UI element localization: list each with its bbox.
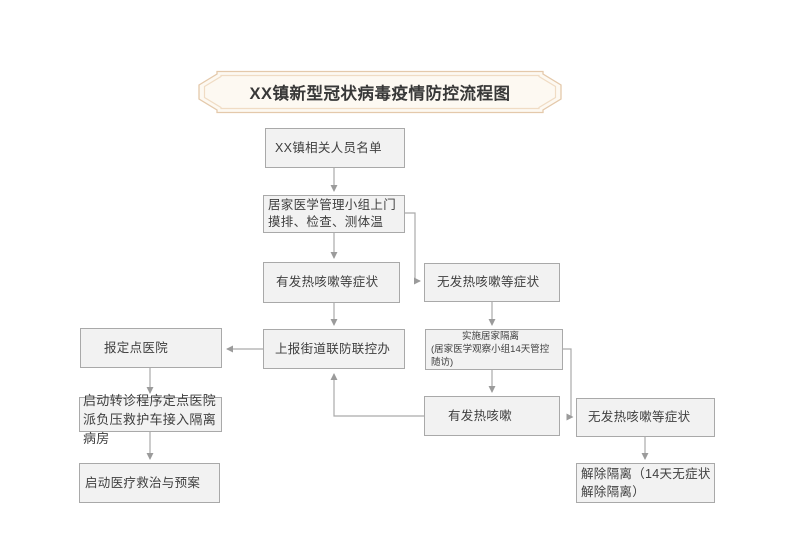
edge-quarantine-nofeverduring bbox=[563, 348, 574, 421]
flow-node-label: 上报街道联防联控办 bbox=[275, 341, 391, 356]
flow-node-label: 解除隔离（14天无症状解除隔离） bbox=[581, 467, 711, 499]
edge-homevisit-nofever bbox=[404, 212, 421, 285]
flow-node-label: 启动医疗救治与预案 bbox=[85, 475, 201, 490]
flow-node-label-line2: 摸排、检查、测体温 bbox=[268, 215, 384, 229]
flow-node-transfer-procedure: 启动转诊程序定点医院派负压救护车接入隔离病房 bbox=[79, 393, 222, 446]
flow-node-label: 有发热咳嗽 bbox=[448, 408, 513, 423]
flow-node-fever-symptoms: 有发热咳嗽等症状 bbox=[263, 262, 400, 303]
flow-node-label-line2: (居家医学观察小组14天管控随访) bbox=[431, 344, 550, 368]
flow-node-label: 启动转诊程序定点医院派负压救护车接入隔离病房 bbox=[83, 393, 217, 446]
flow-node-label: XX镇相关人员名单 bbox=[275, 140, 382, 155]
flow-node-roster: XX镇相关人员名单 bbox=[265, 128, 405, 168]
edge-feverduring-report bbox=[330, 373, 424, 417]
flow-node-medical-rescue: 启动医疗救治与预案 bbox=[79, 463, 220, 503]
page-title: XX镇新型冠状病毒疫情防控流程图 bbox=[249, 85, 511, 103]
flow-node-label: 报定点医院 bbox=[104, 340, 169, 355]
flow-node-no-fever-during-quarantine: 无发热咳嗽等症状 bbox=[576, 398, 715, 437]
flow-node-label-line1: 居家医学管理小组上门 bbox=[268, 198, 397, 212]
flow-node-designated-hospital: 报定点医院 bbox=[80, 328, 222, 368]
flow-node-label: 无发热咳嗽等症状 bbox=[437, 275, 540, 289]
flow-node-label: 无发热咳嗽等症状 bbox=[588, 410, 691, 424]
flow-node-label: 有发热咳嗽等症状 bbox=[276, 275, 379, 289]
flow-node-no-fever-symptoms: 无发热咳嗽等症状 bbox=[424, 263, 560, 302]
banner-plaque-shape bbox=[198, 70, 562, 114]
title-banner: XX镇新型冠状病毒疫情防控流程图 bbox=[198, 70, 562, 114]
flow-node-home-visit: 居家医学管理小组上门 摸排、检查、测体温 bbox=[263, 195, 405, 233]
flow-node-label-line1: 实施居家隔离 bbox=[461, 331, 519, 342]
flow-node-release-quarantine: 解除隔离（14天无症状解除隔离） bbox=[576, 463, 715, 503]
flow-node-report-office: 上报街道联防联控办 bbox=[263, 329, 405, 369]
flow-node-fever-during-quarantine: 有发热咳嗽 bbox=[424, 396, 560, 436]
flow-node-home-quarantine: 实施居家隔离 (居家医学观察小组14天管控随访) bbox=[425, 329, 563, 370]
